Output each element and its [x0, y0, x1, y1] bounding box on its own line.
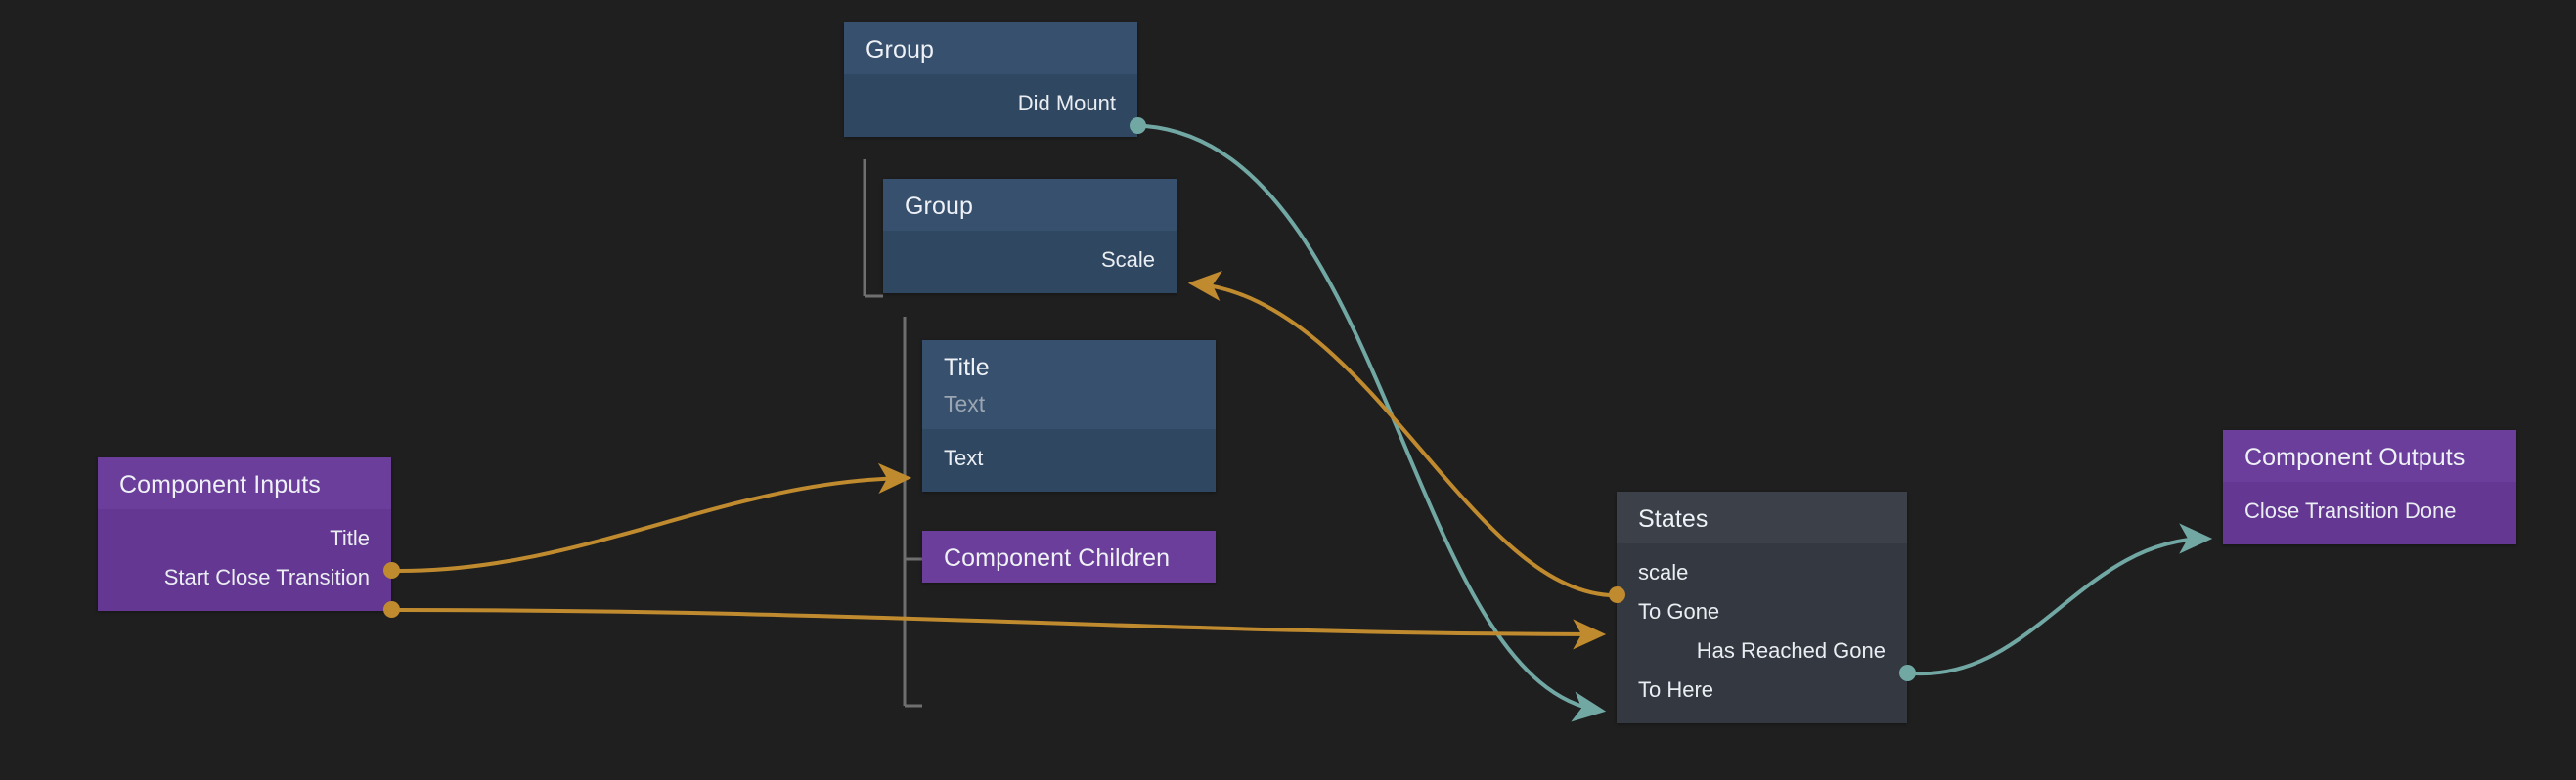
port-title[interactable]: Title: [98, 519, 391, 558]
node-title: Component Children: [922, 531, 1216, 583]
node-title: Title: [922, 340, 1216, 392]
port-label: Scale: [1100, 246, 1155, 272]
node-body: Scale: [883, 230, 1177, 293]
edge-inputs-title-to-text: [398, 462, 912, 573]
port-knob-inputs-title[interactable]: [383, 562, 400, 579]
port-scale[interactable]: Scale: [883, 240, 1177, 280]
port-knob-inputs-start-close[interactable]: [383, 601, 400, 618]
port-label: Has Reached Gone: [1696, 637, 1886, 663]
port-label: Close Transition Done: [2244, 498, 2457, 523]
port-label: To Gone: [1638, 598, 1720, 624]
port-start-close-transition[interactable]: Start Close Transition: [98, 558, 391, 597]
port-knob-has-reached-gone[interactable]: [1899, 665, 1916, 681]
port-label: Title: [330, 525, 370, 550]
node-title: Component Outputs: [2223, 430, 2516, 482]
port-did-mount[interactable]: Did Mount: [844, 84, 1137, 123]
port-has-reached-gone[interactable]: Has Reached Gone: [1617, 631, 1907, 671]
node-title: States: [1617, 492, 1907, 543]
edge-has-reached-gone-to-close-done: [1914, 523, 2213, 676]
port-knob-states-scale[interactable]: [1609, 586, 1625, 603]
port-close-transition-done[interactable]: Close Transition Done: [2223, 492, 2516, 531]
node-body: Text: [922, 429, 1216, 493]
node-states[interactable]: States scale To Gone Has Reached Gone To…: [1617, 492, 1907, 723]
edge-scale-to-group-scale: [1187, 270, 1611, 597]
port-text[interactable]: Text: [922, 439, 1216, 478]
node-body: Title Start Close Transition: [98, 508, 391, 611]
port-label: To Here: [1638, 676, 1714, 702]
node-body: scale To Gone Has Reached Gone To Here: [1617, 542, 1907, 723]
node-component-inputs[interactable]: Component Inputs Title Start Close Trans…: [98, 457, 391, 611]
port-knob-did-mount[interactable]: [1130, 117, 1146, 134]
node-body: Did Mount: [844, 73, 1137, 137]
port-scale-state[interactable]: scale: [1617, 553, 1907, 592]
node-group-child[interactable]: Group Scale: [883, 179, 1177, 293]
port-to-here[interactable]: To Here: [1617, 671, 1907, 710]
port-label: Text: [944, 446, 984, 471]
port-to-gone[interactable]: To Gone: [1617, 592, 1907, 631]
node-title: Component Inputs: [98, 457, 391, 509]
node-title-component[interactable]: Title Text Text: [922, 340, 1216, 493]
node-group-top[interactable]: Group Did Mount: [844, 22, 1137, 137]
node-component-outputs[interactable]: Component Outputs Close Transition Done: [2223, 430, 2516, 544]
port-label: Did Mount: [1017, 90, 1116, 115]
node-subtitle: Text: [922, 389, 1216, 430]
port-label: scale: [1638, 559, 1689, 585]
node-title: Group: [844, 22, 1137, 74]
edge-start-close-to-to-gone: [398, 608, 1607, 650]
node-component-children[interactable]: Component Children: [922, 531, 1216, 583]
node-body: Close Transition Done: [2223, 481, 2516, 544]
node-title: Group: [883, 179, 1177, 231]
port-label: Start Close Transition: [163, 564, 370, 589]
